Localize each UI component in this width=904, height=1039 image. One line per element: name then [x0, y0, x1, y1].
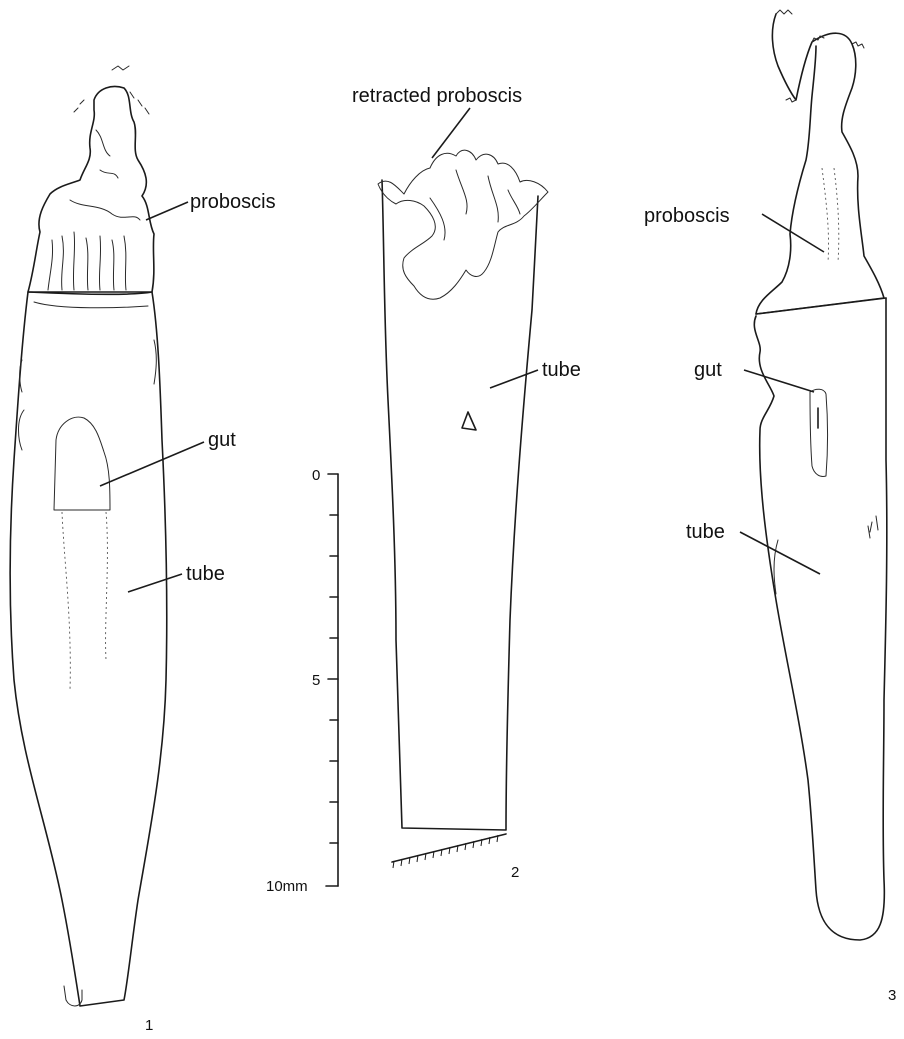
specimen-1-tube-outline [10, 292, 167, 1006]
specimen-1-proboscis-folds [48, 130, 140, 290]
leader-3-gut [744, 370, 814, 392]
specimen-2-base-line [392, 834, 506, 862]
specimen-1 [10, 66, 167, 1006]
label-3-tube: tube [686, 521, 725, 543]
leader-2-tube [490, 370, 538, 388]
leader-1-tube [128, 574, 182, 592]
specimen-3-gut [810, 389, 828, 476]
leader-3-tube [740, 532, 820, 574]
leader-3-proboscis [762, 214, 824, 252]
specimen-2 [378, 150, 548, 868]
specimen-2-tube-outline [382, 180, 538, 830]
scale-label-5: 5 [312, 672, 320, 689]
scale-label-0: 0 [312, 467, 320, 484]
specimen-3-wrinkles [774, 516, 878, 594]
specimen-1-gut [54, 417, 110, 510]
label-1-tube: tube [186, 563, 225, 585]
specimen-3-tube-outline [754, 298, 887, 940]
specimen-3-collar-line [756, 298, 886, 314]
specimen-2-base-hatching [393, 835, 498, 868]
specimen-1-proboscis-outline [28, 87, 154, 295]
label-2-tube: tube [542, 359, 581, 381]
figure-number-2: 2 [511, 864, 519, 881]
figure-number-1: 1 [145, 1017, 153, 1034]
specimen-2-triangle-mark [462, 412, 476, 430]
label-3-gut: gut [694, 359, 722, 381]
specimen-1-proboscis-papillae [74, 66, 149, 114]
label-3-proboscis: proboscis [644, 205, 730, 227]
figure-number-3: 3 [888, 987, 896, 1004]
scale-bar: 0 5 10mm [266, 467, 338, 895]
specimen-2-retracted-proboscis [378, 150, 548, 299]
label-1-proboscis: proboscis [190, 191, 276, 213]
scale-label-10mm: 10mm [266, 878, 308, 895]
specimen-1-gut-trace [62, 512, 107, 690]
leader-1-proboscis [146, 202, 188, 220]
specimen-3-inner-trace [822, 168, 839, 262]
leader-1-gut [100, 442, 204, 486]
specimen-1-inner-sheath [19, 302, 157, 450]
label-2-retracted-proboscis: retracted proboscis [352, 85, 522, 107]
specimen-3 [754, 10, 887, 940]
specimen-2-internal-folds [430, 170, 520, 240]
label-1-gut: gut [208, 429, 236, 451]
specimen-3-head-outline [756, 14, 884, 314]
